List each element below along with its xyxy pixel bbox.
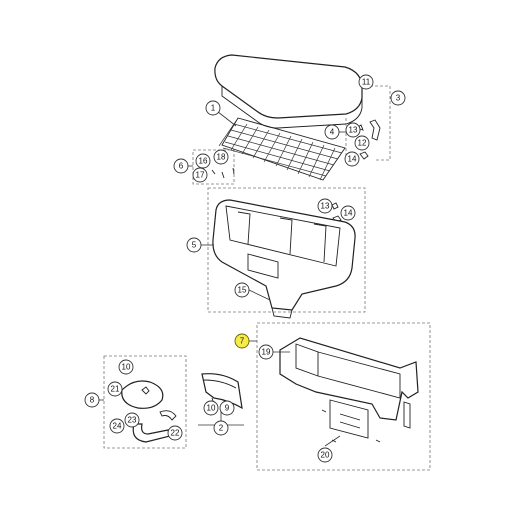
callout-label: 10 [122,363,131,372]
callout-8[interactable]: 8 [84,392,100,408]
callout-label: 14 [348,155,357,164]
callout-6[interactable]: 6 [173,158,189,174]
callout-10-deflector[interactable]: 10 [203,400,219,416]
u-bracket [132,410,177,443]
callout-7[interactable]: 7 [234,333,250,349]
callout-label: 19 [262,348,271,357]
deflector [201,373,243,410]
callout-label: 8 [90,396,95,405]
callout-label: 24 [113,422,122,431]
callout-label: 16 [199,157,208,166]
callout-20[interactable]: 20 [317,447,333,463]
callout-17[interactable]: 17 [192,167,208,183]
callout-label: 7 [240,337,245,346]
callout-19[interactable]: 19 [258,344,274,360]
callout-1[interactable]: 1 [205,100,221,116]
callout-10-spinner[interactable]: 10 [118,359,134,375]
callout-4[interactable]: 4 [324,124,340,140]
callout-21[interactable]: 21 [107,381,123,397]
callout-13-hopper[interactable]: 13 [317,198,333,214]
callout-label: 14 [344,209,353,218]
callout-15[interactable]: 15 [234,282,250,298]
spinner-disc [121,380,164,409]
callout-14-hopper[interactable]: 14 [340,205,356,221]
mesh-screen [218,117,346,181]
callout-label: 4 [330,128,335,137]
callout-label: 17 [196,171,205,180]
callout-label: 1 [211,104,216,113]
callout-16[interactable]: 16 [195,153,211,169]
callout-label: 11 [362,78,371,87]
callout-22[interactable]: 22 [167,425,183,441]
callout-label: 13 [349,126,358,135]
callout-label: 5 [192,241,197,250]
callout-label: 21 [111,385,120,394]
callout-label: 15 [238,286,247,295]
callout-23[interactable]: 23 [124,412,140,428]
callout-label: 2 [219,424,224,433]
callout-label: 9 [225,404,230,413]
callout-13-latch[interactable]: 13 [345,122,361,138]
callout-label: 20 [321,451,330,460]
callout-label: 6 [179,162,184,171]
hopper-hardware [331,202,342,223]
callout-14-latch[interactable]: 14 [344,151,360,167]
callout-label: 13 [321,202,330,211]
cushion-lid [214,54,363,129]
callout-label: 12 [358,139,367,148]
callout-label: 22 [171,429,180,438]
callout-12[interactable]: 12 [354,135,370,151]
callout-5[interactable]: 5 [186,237,202,253]
callout-label: 18 [217,153,226,162]
frame-assembly [279,337,419,443]
callout-9[interactable]: 9 [219,400,235,416]
callout-label: 3 [396,94,401,103]
callout-label: 23 [128,416,137,425]
callout-24[interactable]: 24 [109,418,125,434]
callout-3[interactable]: 3 [390,90,406,106]
callout-label: 10 [207,404,216,413]
callout-18[interactable]: 18 [213,149,229,165]
callout-11[interactable]: 11 [358,74,374,90]
callout-2[interactable]: 2 [213,420,229,436]
